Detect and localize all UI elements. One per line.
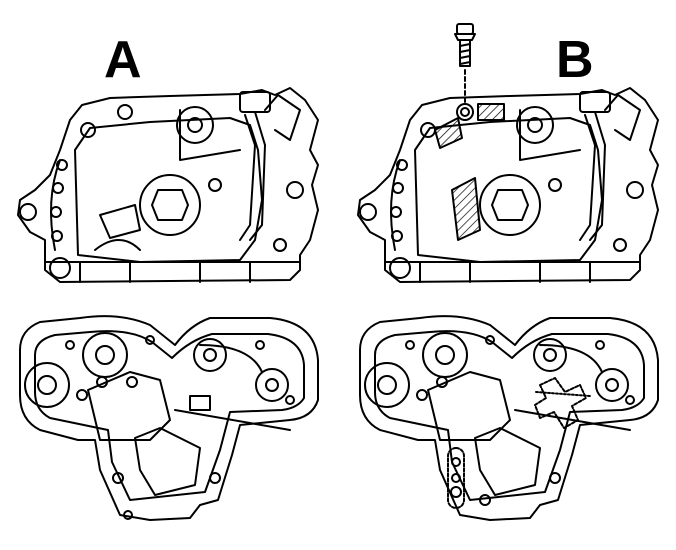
bolt-icon <box>454 23 476 106</box>
timing-cover-b <box>359 315 659 521</box>
engine-block-a <box>17 87 319 283</box>
engine-block-b <box>357 87 659 283</box>
panel-label-b: B <box>556 31 594 89</box>
panel-label-a: A <box>104 31 142 89</box>
timing-cover-a <box>19 315 319 521</box>
